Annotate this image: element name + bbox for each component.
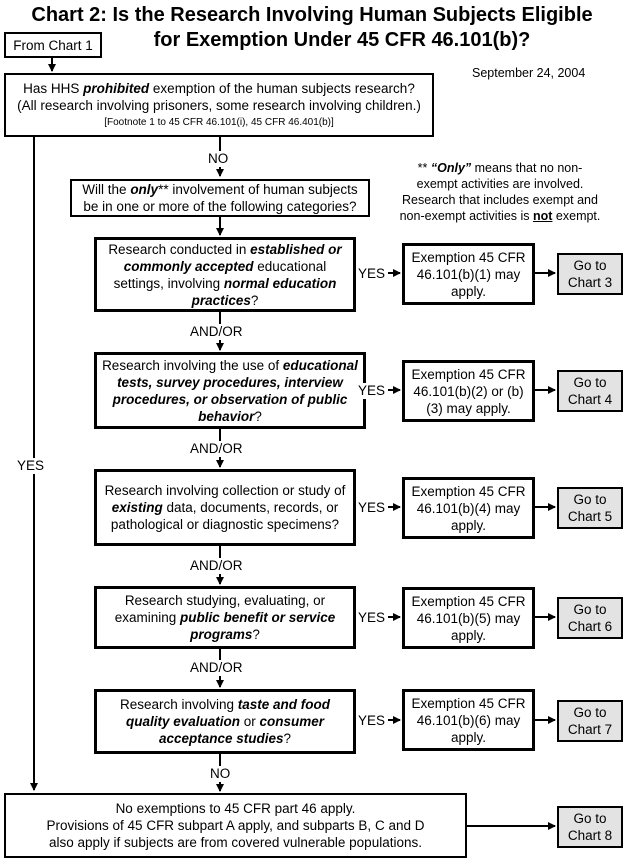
go-to-chart-3-button[interactable]: Go to Chart 3 bbox=[557, 253, 623, 295]
no-exemptions-box: No exemptions to 45 CFR part 46 apply. P… bbox=[4, 793, 467, 858]
from-chart-1-box[interactable]: From Chart 1 bbox=[4, 32, 102, 58]
category-tests-surveys-box: Research involving the use of educationa… bbox=[94, 352, 366, 429]
category-educational-settings-box: Research conducted in established or com… bbox=[94, 237, 356, 312]
go-to-chart-7-button[interactable]: Go to Chart 7 bbox=[557, 700, 623, 742]
question-prohibited-footnote: [Footnote 1 to 45 CFR 46.101(i), 45 CFR … bbox=[104, 116, 334, 128]
category-existing-data-box: Research involving collection or study o… bbox=[94, 469, 356, 546]
chart-date: September 24, 2004 bbox=[472, 66, 586, 80]
exemption-b2-b3-box: Exemption 45 CFR 46.101(b)(2) or (b)(3) … bbox=[402, 360, 535, 422]
label-no-2: NO bbox=[210, 766, 231, 782]
label-andor-3: AND/OR bbox=[190, 558, 243, 574]
category-public-benefit-box: Research studying, evaluating, or examin… bbox=[94, 586, 356, 649]
exemption-b1-box: Exemption 45 CFR 46.101(b)(1) may apply. bbox=[402, 243, 535, 305]
exemption-b6-box: Exemption 45 CFR 46.101(b)(6) may apply. bbox=[402, 689, 535, 751]
question-only-involvement-box: Will the only** involvement of human sub… bbox=[70, 179, 370, 217]
exemption-b4-box: Exemption 45 CFR 46.101(b)(4) may apply. bbox=[402, 477, 535, 539]
exemption-b5-box: Exemption 45 CFR 46.101(b)(5) may apply. bbox=[402, 587, 535, 649]
label-yes-3: YES bbox=[358, 500, 386, 516]
go-to-chart-5-button[interactable]: Go to Chart 5 bbox=[557, 487, 623, 529]
question-prohibited-box: Has HHS prohibited exemption of the huma… bbox=[4, 73, 434, 137]
label-andor-4: AND/OR bbox=[190, 660, 243, 676]
label-andor-1: AND/OR bbox=[190, 324, 243, 340]
label-yes-2: YES bbox=[358, 383, 386, 399]
label-yes-prohibited: YES bbox=[17, 458, 45, 474]
chart-title-line2: for Exemption Under 45 CFR 46.101(b)? bbox=[153, 29, 531, 51]
go-to-chart-6-button[interactable]: Go to Chart 6 bbox=[557, 597, 623, 639]
label-andor-2: AND/OR bbox=[190, 441, 243, 457]
prohibited-emphasis: prohibited bbox=[83, 80, 150, 96]
label-yes-1: YES bbox=[358, 266, 386, 282]
label-yes-4: YES bbox=[358, 610, 386, 626]
label-yes-5: YES bbox=[358, 713, 386, 729]
only-footnote: ** “Only” means that no non- exempt acti… bbox=[399, 161, 601, 223]
question-prohibited-detail: (All research involving prisoners, some … bbox=[17, 97, 421, 113]
go-to-chart-4-button[interactable]: Go to Chart 4 bbox=[557, 370, 623, 412]
chart-title-line1: Chart 2: Is the Research Involving Human… bbox=[31, 4, 593, 26]
label-no-1: NO bbox=[208, 151, 229, 167]
go-to-chart-8-button[interactable]: Go to Chart 8 bbox=[557, 806, 623, 848]
from-chart-1-label: From Chart 1 bbox=[13, 37, 93, 53]
category-taste-food-box: Research involving taste and food qualit… bbox=[94, 689, 356, 754]
